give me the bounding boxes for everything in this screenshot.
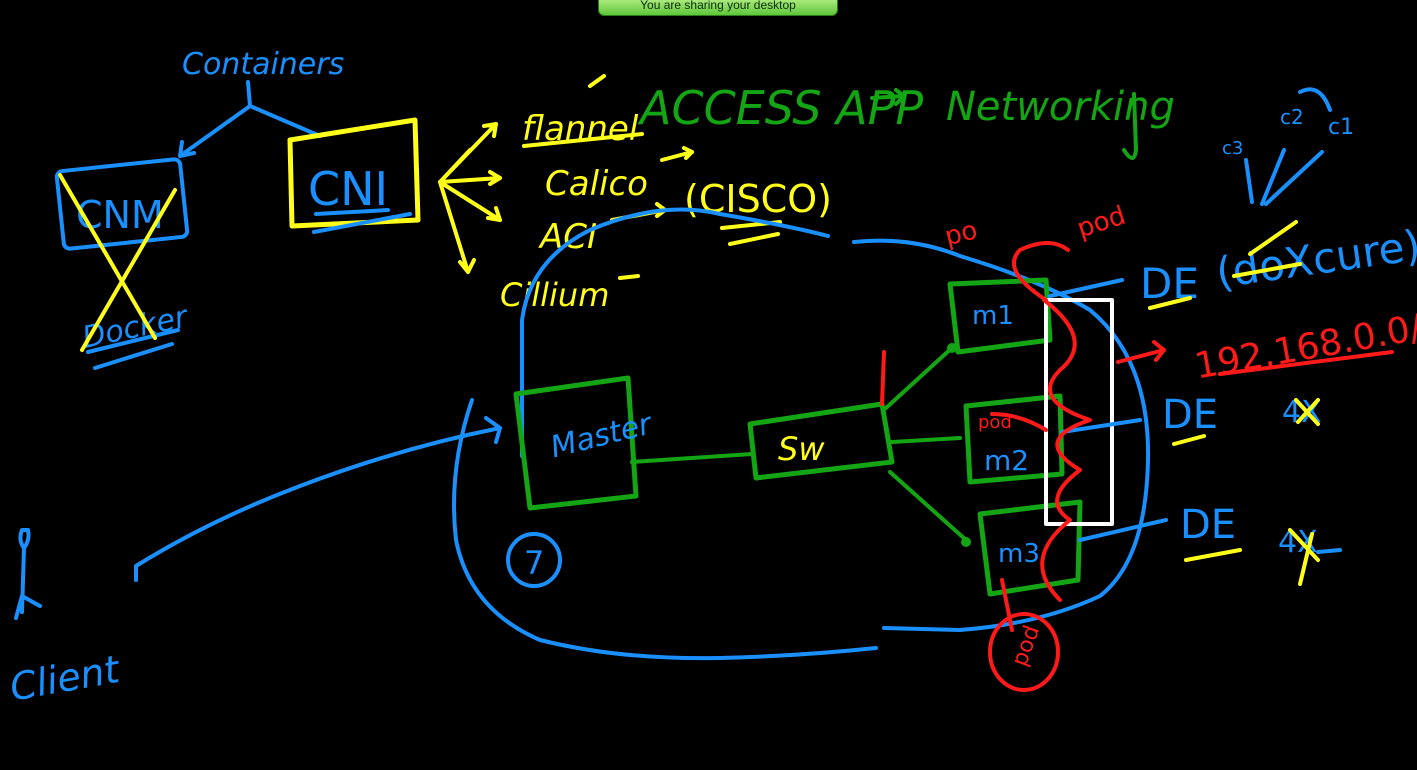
switch-worker-links: [884, 344, 968, 542]
containers-tree: [178, 80, 322, 158]
de2-label: DE: [1162, 392, 1218, 438]
de1-label: DE: [1140, 259, 1199, 308]
pod-bottom-circle: [988, 612, 1060, 692]
client-figure: [14, 528, 42, 620]
seven-circle: [506, 532, 562, 588]
worker-m1-box: [947, 277, 1053, 355]
four-x-1-cross: [1294, 398, 1320, 426]
worker-m2-box: [963, 393, 1065, 485]
switch-box: [747, 401, 895, 481]
cnm-box: [54, 157, 190, 251]
c3-label: c3: [1222, 138, 1243, 159]
master-label: Master: [547, 406, 656, 465]
pod-mark-left: [880, 350, 886, 406]
client-loop: [452, 398, 878, 661]
aci-label: ACI: [538, 217, 597, 257]
docker-underline: [86, 328, 180, 370]
access-app-label: ACCESS APP: [637, 81, 923, 135]
cidr-arrow: [1116, 340, 1166, 364]
cilium-label: Cillium: [500, 276, 609, 314]
master-box: [513, 375, 639, 511]
client-label: Client: [7, 647, 125, 710]
c2-label: c2: [1280, 105, 1304, 129]
worker-m2-label: m2: [984, 444, 1029, 477]
de3-label: DE: [1180, 502, 1236, 548]
pod-path: [990, 241, 1092, 632]
client-arrow: [134, 416, 502, 582]
c1-label: c1: [1328, 115, 1354, 140]
master-switch-link: [630, 452, 754, 464]
link-dot-m1: [947, 343, 957, 353]
docker-de-underline: [1232, 220, 1302, 278]
cni-box: [287, 117, 421, 229]
de3-underline: [1184, 548, 1242, 562]
link-dot-m3: [961, 537, 971, 547]
worker-m3-label: m3: [998, 539, 1040, 569]
container-lines: [1244, 87, 1332, 206]
pod-top-label: pod: [1074, 201, 1130, 245]
cross-out-mark: [58, 173, 177, 352]
de-links: [1048, 278, 1168, 542]
four-x-2-tail: [1316, 548, 1342, 554]
calico-label: Calico: [545, 164, 648, 204]
pod-m2-label: pod: [978, 412, 1012, 433]
cilium-dash: [618, 274, 640, 280]
overlay-network-box: [1044, 298, 1114, 526]
calico-arrow: [660, 146, 694, 162]
networking-label: Networking: [946, 84, 1175, 130]
four-x-2-cross: [1288, 528, 1320, 586]
networking-tail: [1122, 92, 1138, 160]
worker-m1-label: m1: [972, 301, 1014, 331]
de1-underline: [1148, 296, 1192, 310]
cisco-label: (CISCO): [684, 177, 832, 221]
cidr-underline: [1218, 350, 1394, 376]
cni-label: CNI: [308, 162, 388, 216]
cni-fan-arrows: [438, 122, 502, 274]
access-arrow: [870, 88, 906, 106]
sharing-banner: You are sharing your desktop: [598, 0, 838, 16]
containers-label: Containers: [182, 47, 344, 82]
switch-label: Sw: [778, 430, 825, 468]
cluster-boundary: [520, 207, 1151, 632]
docker-de-label: (doXcure): [1213, 220, 1417, 297]
cni-underline: [312, 208, 412, 234]
flannel-underline: [522, 74, 644, 148]
seven-label: 7: [524, 544, 544, 582]
pod-left-label: po: [942, 215, 981, 252]
de2-underline: [1172, 434, 1206, 446]
